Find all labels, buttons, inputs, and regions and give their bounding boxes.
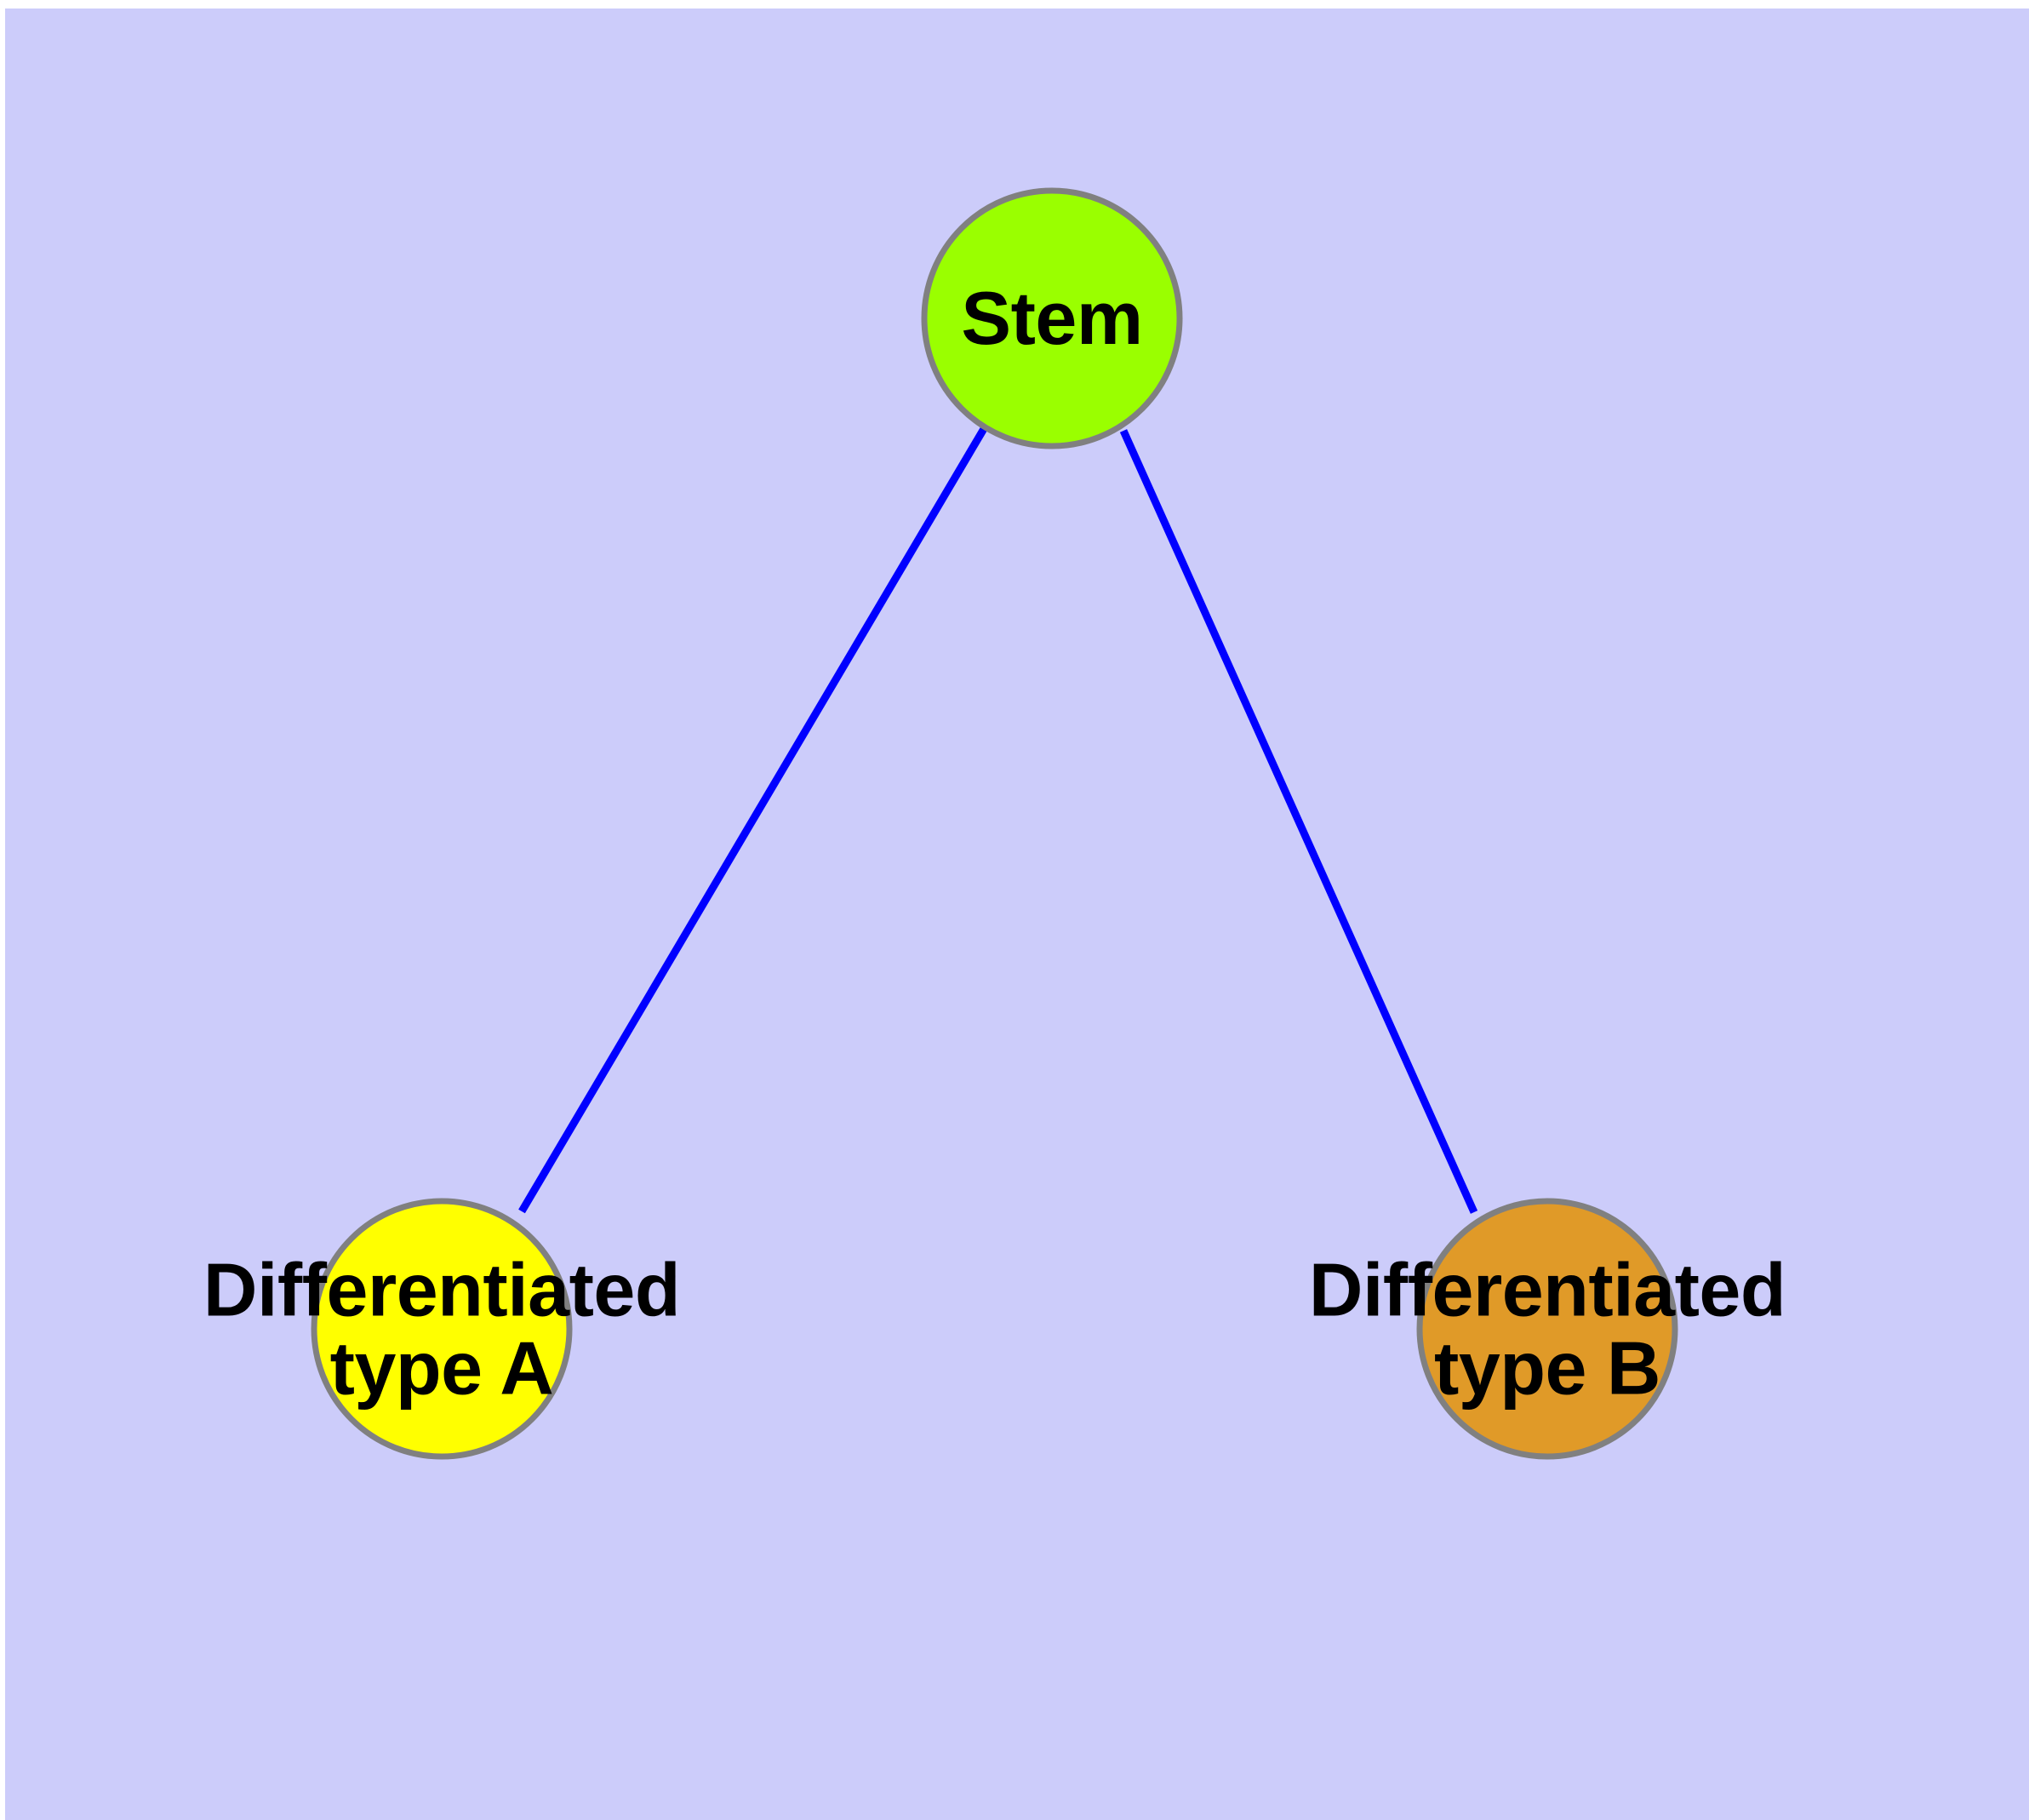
node-circle-stem[interactable]: [921, 187, 1183, 449]
node-circle-differentiated-type-b[interactable]: [1416, 1198, 1678, 1460]
edge-stem-to-differentiated-type-a: [518, 425, 988, 1214]
node-layer: [311, 187, 1678, 1460]
edge-stem-to-differentiated-type-b: [1119, 429, 1478, 1214]
node-circle-differentiated-type-a[interactable]: [311, 1198, 573, 1460]
edge-layer: [518, 425, 1478, 1214]
